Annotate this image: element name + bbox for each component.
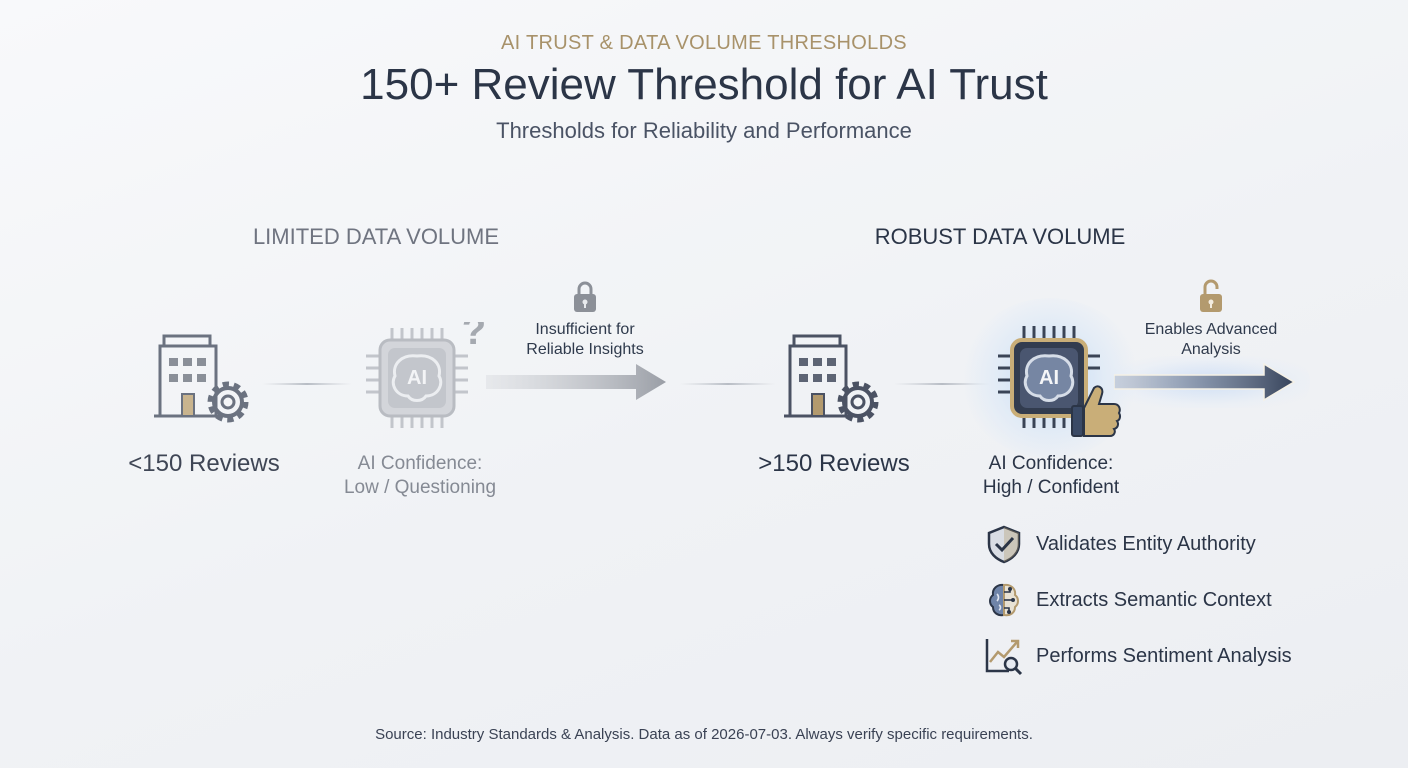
limited-reviews-label: <150 Reviews (128, 450, 280, 477)
limited-confidence-label: AI Confidence: Low / Questioning (320, 452, 520, 500)
feature-item-sentiment-analysis: Performs Sentiment Analysis (984, 636, 1292, 676)
connector-line-3 (894, 383, 990, 385)
limited-confidence-line2: Low / Questioning (343, 477, 497, 498)
feature-label: Extracts Semantic Context (1036, 588, 1272, 611)
feature-item-semantic-context: Extracts Semantic Context (984, 580, 1272, 620)
ai-chip-thumbs-up-icon: AI (998, 326, 1122, 437)
building-gear-icon (154, 334, 249, 423)
chart-magnifier-icon (985, 639, 1023, 676)
limited-confidence-line1: AI Confidence: (357, 453, 483, 474)
page-subtitle: Thresholds for Reliability and Performan… (496, 118, 912, 143)
robust-confidence-label: AI Confidence: High / Confident (951, 452, 1151, 500)
source-footnote: Source: Industry Standards & Analysis. D… (375, 726, 1033, 743)
svg-text:?: ? (462, 322, 486, 353)
feature-label: Performs Sentiment Analysis (1036, 644, 1292, 667)
svg-text:AI: AI (1039, 367, 1059, 389)
limited-arrow-caption-line2: Reliable Insights (526, 341, 644, 358)
gray-arrow (486, 364, 666, 400)
shield-check-icon (987, 525, 1021, 564)
building-gear-icon-robust (784, 334, 879, 423)
robust-confidence-line2: High / Confident (982, 477, 1120, 498)
limited-section-label: LIMITED DATA VOLUME (252, 224, 500, 249)
navy-arrow (1114, 362, 1296, 402)
robust-arrow-caption-line1: Enables Advanced (1144, 321, 1278, 338)
feature-label: Validates Entity Authority (1036, 532, 1256, 555)
ai-chip-question-icon: AI ? (366, 322, 486, 428)
feature-item-entity-authority: Validates Entity Authority (984, 524, 1256, 564)
page-title: 150+ Review Threshold for AI Trust (360, 60, 1048, 109)
eyebrow-heading: AI TRUST & DATA VOLUME THRESHOLDS (501, 32, 907, 54)
robust-arrow-caption: Enables Advanced Analysis (1131, 320, 1291, 360)
svg-text:AI: AI (407, 367, 427, 389)
robust-arrow-caption-line2: Analysis (1181, 341, 1241, 358)
lock-open-icon (1200, 279, 1222, 312)
connector-line-2 (680, 383, 776, 385)
limited-arrow-caption: Insufficient for Reliable Insights (505, 320, 665, 360)
connector-line-1 (262, 383, 352, 385)
robust-section-label: ROBUST DATA VOLUME (874, 224, 1126, 249)
brain-circuit-icon (989, 583, 1019, 617)
robust-reviews-label: >150 Reviews (758, 450, 910, 477)
lock-closed-icon (574, 281, 596, 312)
limited-arrow-caption-line1: Insufficient for (535, 321, 635, 338)
robust-confidence-line1: AI Confidence: (988, 453, 1114, 474)
